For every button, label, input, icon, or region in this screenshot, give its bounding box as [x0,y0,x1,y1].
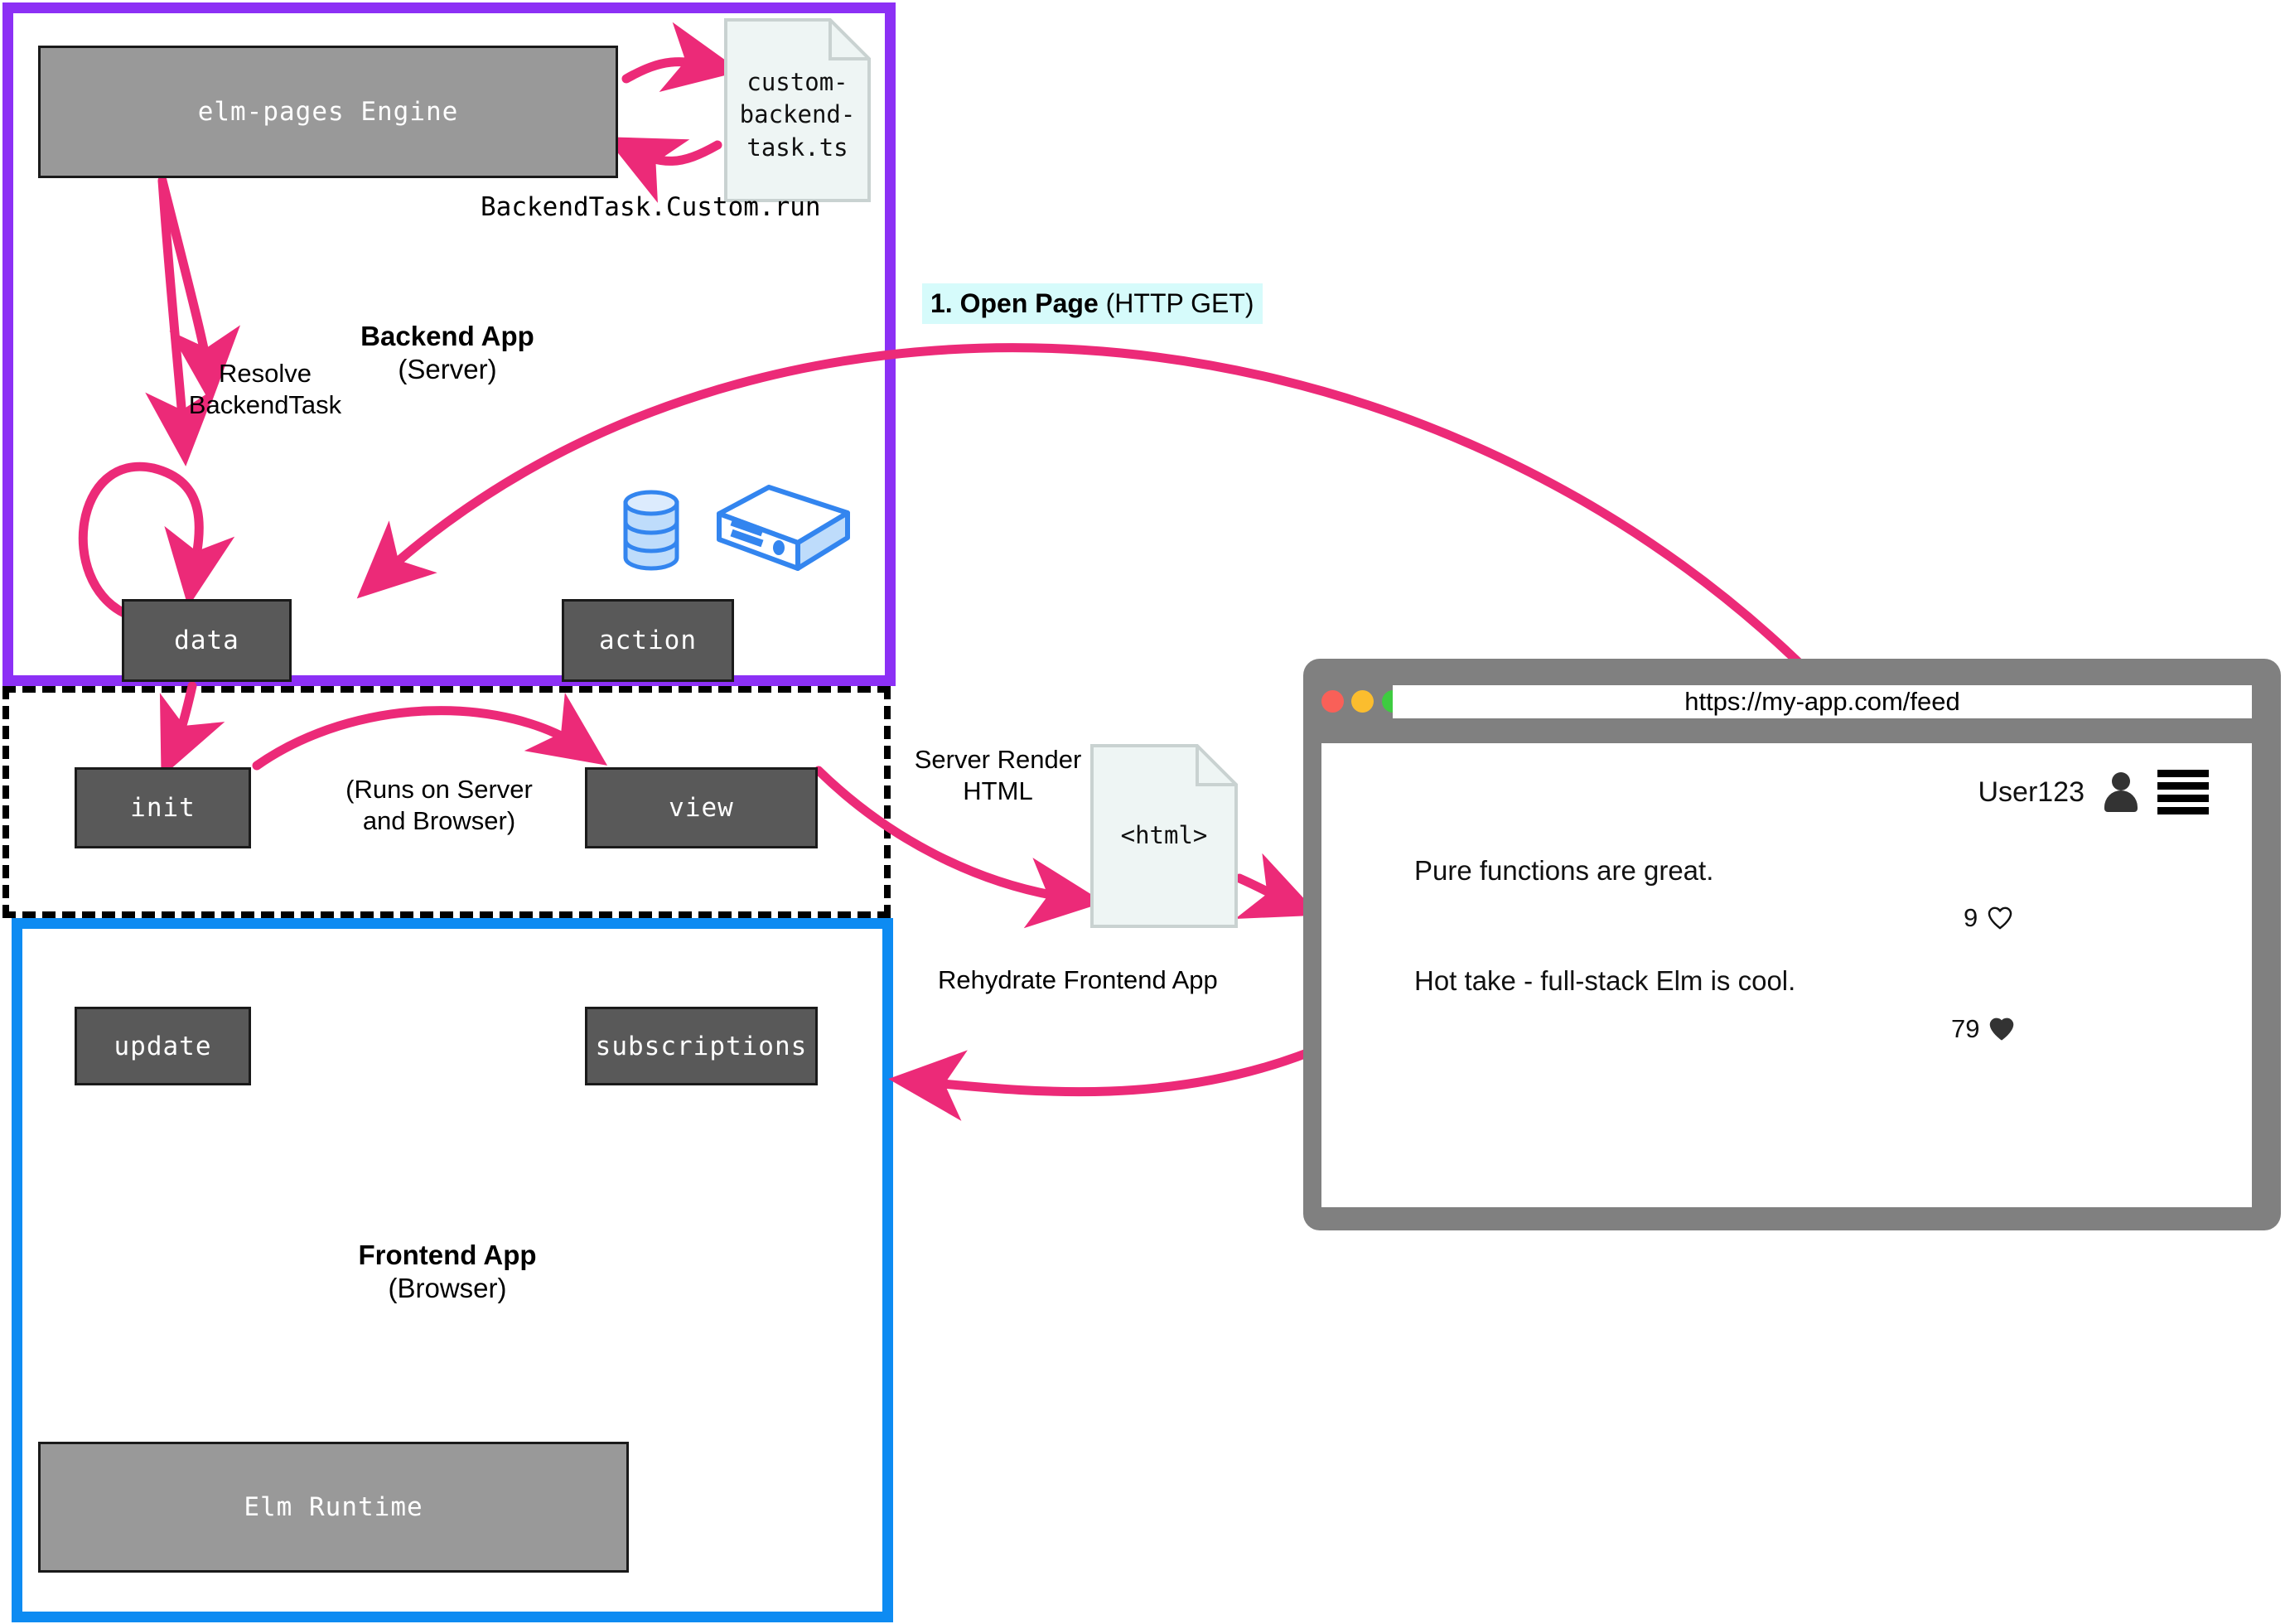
server-icon [717,485,850,571]
frontend-app-region [12,918,893,1622]
arrow-rehydrate-to-frontend [888,1047,1314,1121]
browser-window-mock: https://my-app.com/feed User123 Pure fun… [1303,659,2281,1230]
avatar-icon[interactable] [2103,772,2139,812]
heart-outline-icon[interactable] [1988,906,2012,930]
hamburger-line [2157,782,2209,790]
post-like-row[interactable]: 9 [1964,903,2012,933]
box-update[interactable]: update [75,1007,251,1085]
browser-url-text: https://my-app.com/feed [1684,687,1960,716]
rehydrate-frontend-app-label: Rehydrate Frontend App [938,965,1218,994]
frontend-app-title-text: Frontend App [358,1240,537,1270]
hamburger-icon[interactable] [2157,770,2209,814]
hamburger-line [2157,770,2209,777]
resolve-backendtask-label: Resolve BackendTask [188,359,342,419]
arrow-html-to-browser [1234,853,1320,920]
like-count: 79 [1951,1014,1980,1043]
box-action-label: action [599,626,697,655]
html-document-icon[interactable]: <html> [1090,744,1238,928]
open-page-step-number: 1. Open Page [930,288,1099,318]
backend-app-subtitle-text: (Server) [398,354,497,385]
post-like-row[interactable]: 79 [1951,1014,2014,1044]
file-shape-icon [724,18,871,202]
database-icon [623,490,679,571]
html-document-label: <html> [1120,821,1208,850]
box-elm-pages-engine[interactable]: elm-pages Engine [38,46,618,178]
runs-on-server-and-browser-label: (Runs on Server and Browser) [345,775,533,835]
hamburger-line [2157,795,2209,802]
box-elm-runtime-label: Elm Runtime [244,1492,423,1522]
box-action[interactable]: action [562,599,734,682]
backend-app-title-text: Backend App [360,321,534,351]
box-init[interactable]: init [75,767,251,848]
avatar-head [2112,772,2130,790]
site-header: User123 [1978,770,2209,814]
post-text: Pure functions are great. [1414,855,1714,886]
frontend-app-title: Frontend App (Browser) [315,1239,580,1306]
hamburger-line [2157,807,2209,814]
like-count: 9 [1964,903,1978,932]
box-view[interactable]: view [585,767,818,848]
browser-viewport: User123 Pure functions are great. 9 [1321,743,2252,1207]
box-view-label: view [669,793,734,823]
backendtask-custom-run-label: BackendTask.Custom.run [481,192,821,222]
file-shape-icon [1090,744,1238,928]
custom-backend-task-file-icon[interactable]: custom- backend- task.ts [724,18,871,202]
box-update-label: update [114,1031,212,1061]
box-subscriptions-label: subscriptions [595,1031,808,1061]
server-render-html-label: Server Render HTML [914,745,1082,805]
frontend-app-subtitle-text: (Browser) [388,1273,507,1304]
box-data[interactable]: data [122,599,292,682]
window-close-dot[interactable] [1321,690,1344,713]
window-minimize-dot[interactable] [1351,690,1374,713]
box-data-label: data [174,626,239,655]
database-and-server-icons [623,485,850,571]
backend-app-title: Backend App (Server) [315,320,580,387]
box-subscriptions[interactable]: subscriptions [585,1007,818,1085]
open-page-step-label: 1. Open Page (HTTP GET) [922,283,1263,325]
custom-backend-task-filename: custom- backend- task.ts [739,67,856,162]
browser-url-bar[interactable]: https://my-app.com/feed [1393,685,2252,718]
username-label: User123 [1978,776,2085,808]
box-elm-pages-engine-label: elm-pages Engine [197,97,459,127]
avatar-body [2104,790,2138,812]
box-elm-runtime[interactable]: Elm Runtime [38,1442,629,1573]
open-page-http-method: (HTTP GET) [1098,288,1254,318]
post-text: Hot take - full-stack Elm is cool. [1414,965,1796,996]
box-init-label: init [130,793,196,823]
heart-filled-icon[interactable] [1989,1017,2014,1041]
